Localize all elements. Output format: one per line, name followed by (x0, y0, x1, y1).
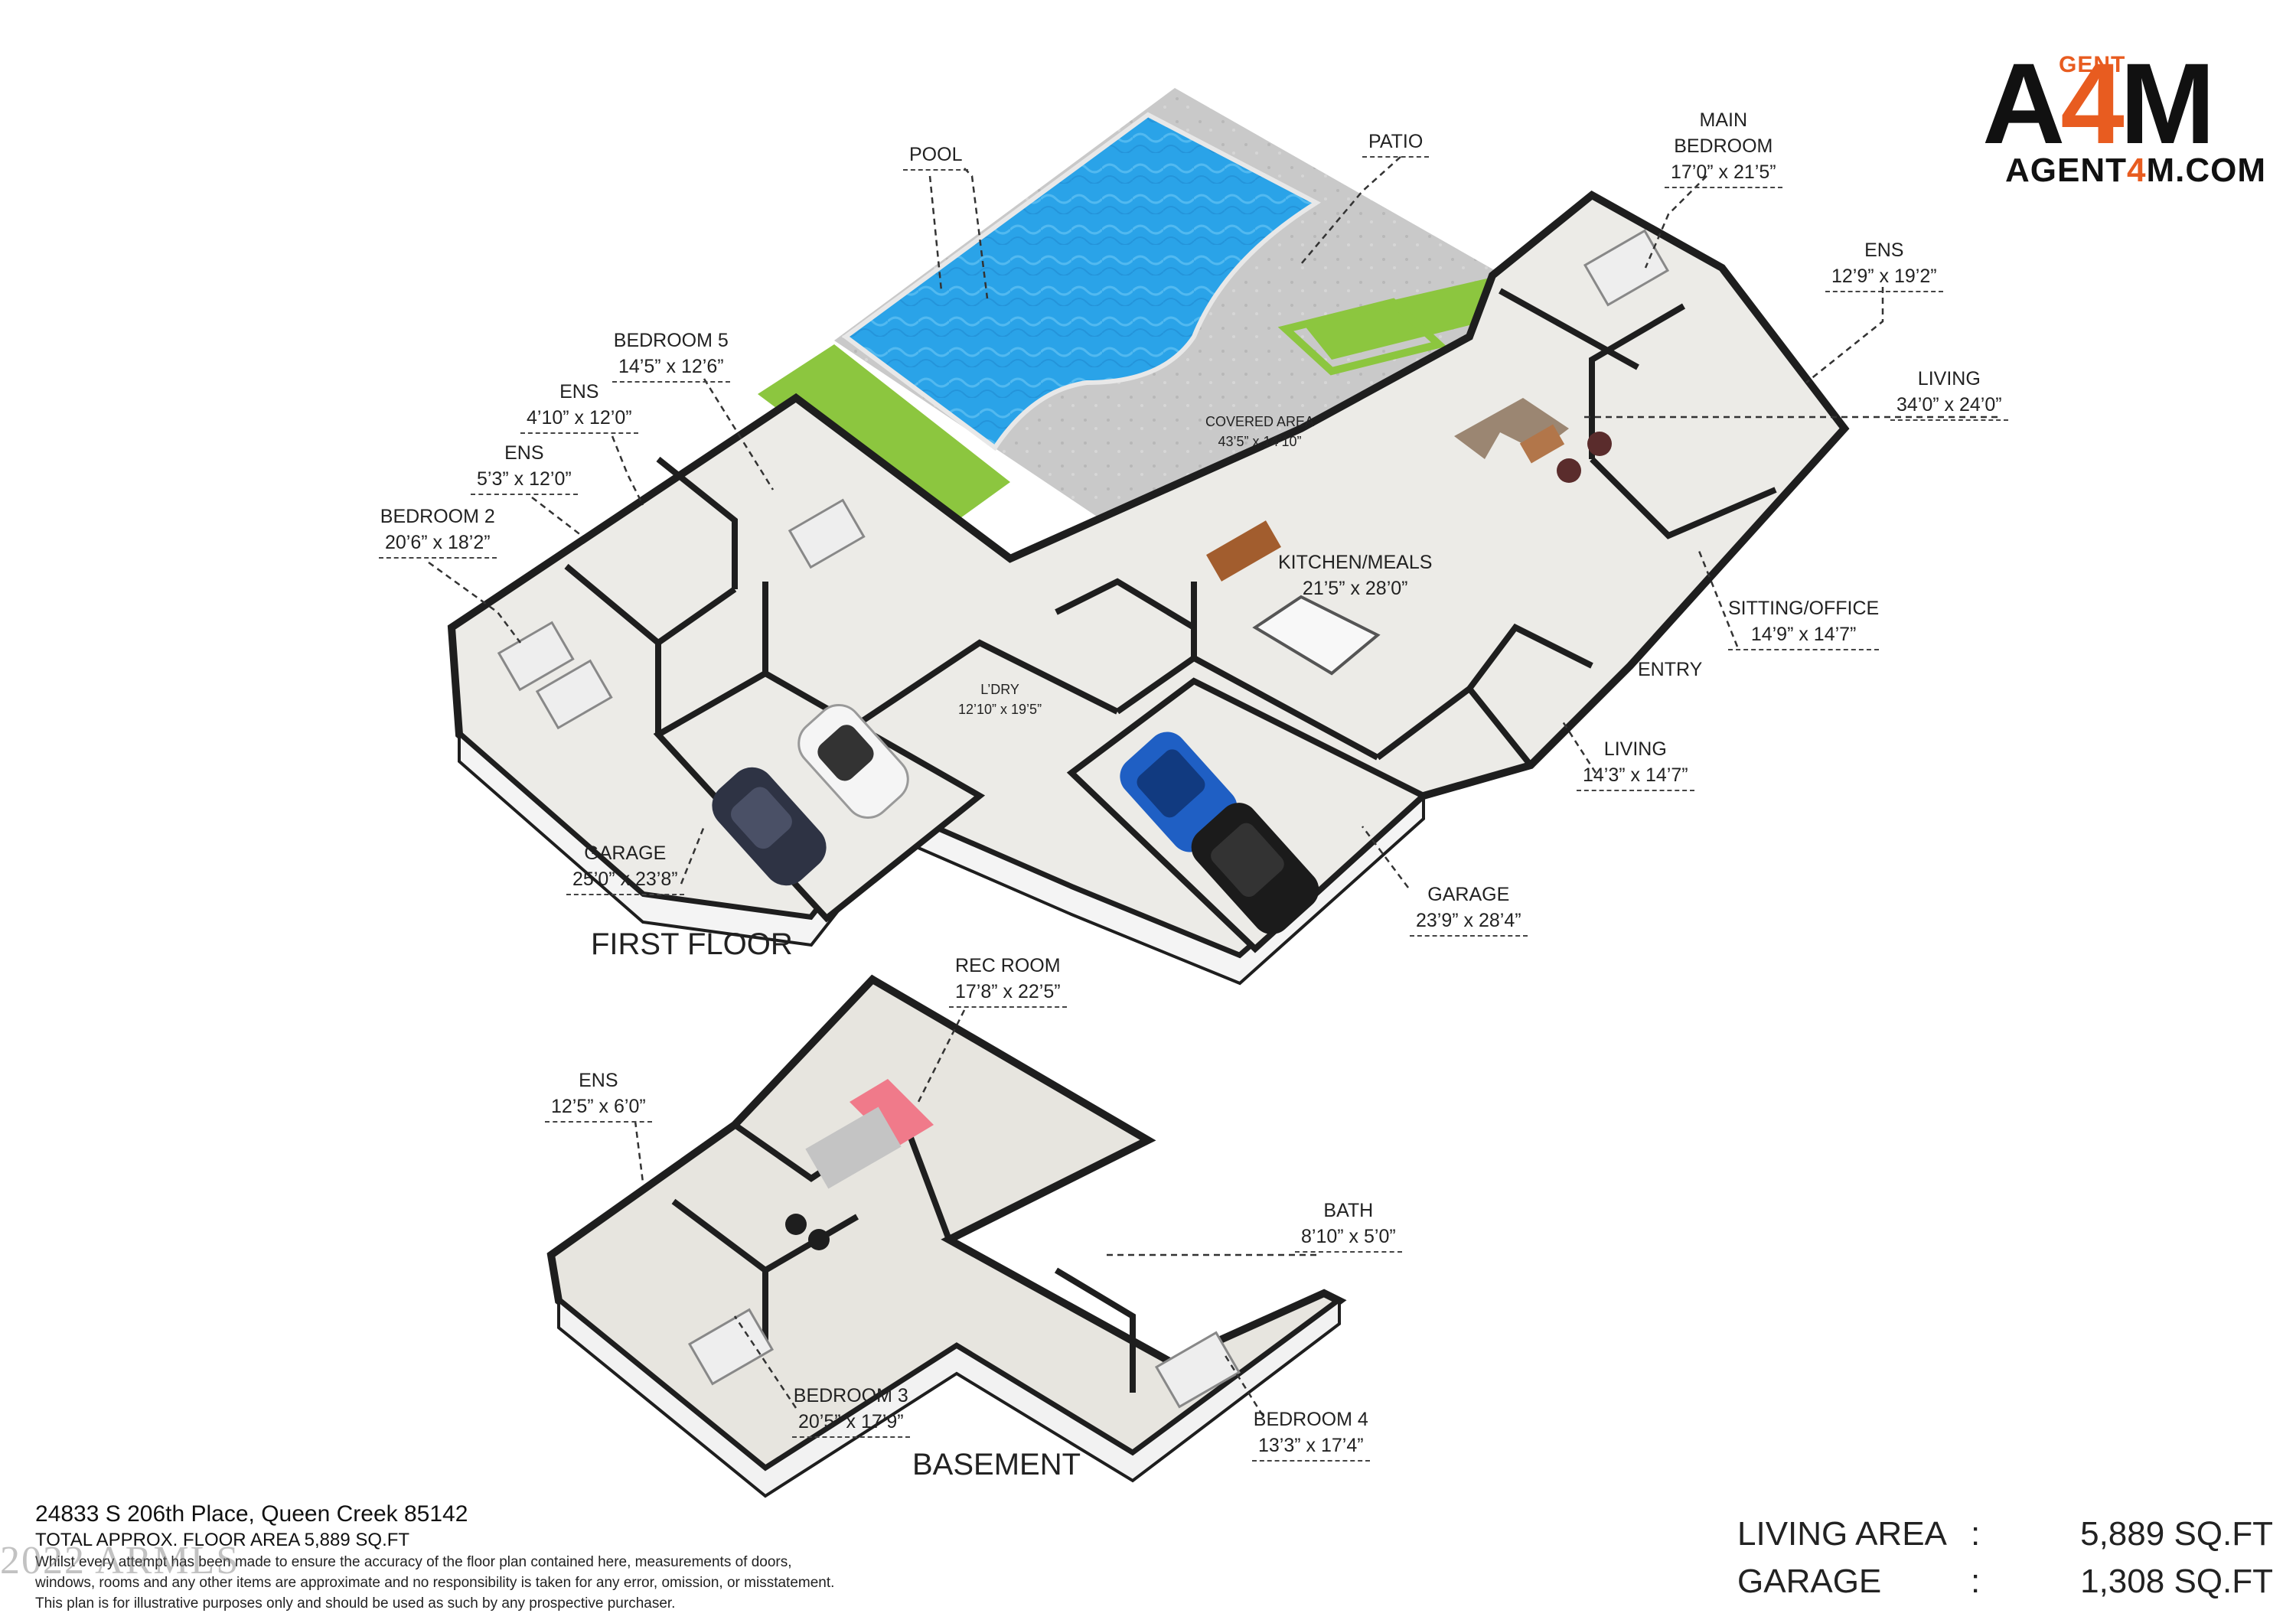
rec-room-rug (805, 1106, 902, 1189)
room-label-ens-main: ENS 12’9” x 19’2” (1825, 237, 1943, 292)
interior-walls (564, 288, 1777, 768)
office-chair (808, 1229, 830, 1250)
summary-colon: : (1971, 1515, 1981, 1553)
room-label-covered-area: COVERED AREA 43’5” x 14’10” (1205, 414, 1315, 449)
kitchen-island (1252, 595, 1381, 676)
disclaimer-line-3: This plan is for illustrative purposes o… (35, 1595, 676, 1612)
room-label-patio: PATIO (1362, 129, 1430, 158)
pool-water (841, 112, 1322, 451)
grass-squares (1277, 298, 1447, 376)
summary-garage-value: 1,308 SQ.FT (2080, 1563, 2273, 1600)
room-label-bath: BATH 8’10” x 5’0” (1295, 1198, 1402, 1253)
floor-title-basement: BASEMENT (912, 1448, 1081, 1481)
bedroom-5-bed (788, 498, 866, 569)
property-address: 24833 S 206th Place, Queen Creek 85142 (35, 1501, 468, 1527)
bedroom-3-bed (687, 1308, 775, 1386)
summary-garage-label: GARAGE (1737, 1563, 1882, 1600)
logo-mark: A4M (1982, 39, 2216, 168)
summary-living-value: 5,889 SQ.FT (2080, 1515, 2273, 1553)
room-label-garage-1: GARAGE 25’0” x 23’8” (566, 840, 684, 895)
room-label-living-main: LIVING 34’0” x 24’0” (1890, 366, 2008, 421)
room-label-entry: ENTRY (1638, 659, 1703, 680)
basement-front-wall (557, 1297, 1341, 1498)
room-label-ens-a: ENS 4’10” x 12’0” (520, 379, 638, 434)
floor-title-first: FIRST FLOOR (591, 927, 793, 961)
room-label-bedroom-4: BEDROOM 4 13’3” x 17’4” (1252, 1406, 1370, 1462)
room-label-bedroom-5: BEDROOM 5 14’5” x 12’6” (612, 328, 730, 383)
leader-lines (428, 156, 1998, 1416)
room-label-sitting-office: SITTING/OFFICE 14’9” x 14’7” (1728, 595, 1880, 650)
grass-strip-left (758, 344, 1010, 532)
bedroom-2-bed-2 (535, 659, 613, 730)
room-label-bedroom-2: BEDROOM 2 20’6” x 18’2” (379, 504, 497, 559)
room-label-kitchen: KITCHEN/MEALS 21’5” x 28’0” (1278, 552, 1433, 599)
rec-room-sofa (850, 1079, 934, 1148)
main-bed (1583, 229, 1670, 307)
office-chair (785, 1214, 807, 1235)
room-label-bedroom-3: BEDROOM 3 20’5” x 17’9” (792, 1383, 910, 1438)
logo-website: AGENT4M.COM (2005, 152, 2267, 189)
summary-row-living: LIVING AREA : 5,889 SQ.FT (1737, 1515, 2273, 1563)
footer-info: 24833 S 206th Place, Queen Creek 85142 T… (35, 1500, 1030, 1614)
room-label-ens-basement: ENS 12’5” x 6’0” (545, 1067, 652, 1123)
car-white-left (797, 704, 909, 819)
room-label-garage-2: GARAGE 23’9” x 28’4” (1410, 882, 1528, 937)
car-dark-left (712, 767, 827, 886)
car-black-right (1191, 803, 1319, 934)
room-label-pool: POOL (903, 142, 969, 171)
bedroom-2-bed (497, 621, 575, 692)
bedroom-4-bed (1154, 1331, 1241, 1409)
room-label-main-bedroom: MAIN BEDROOM 17’0” x 21’5” (1665, 107, 1782, 188)
room-label-rec-room: REC ROOM 17’8” x 22’5” (949, 953, 1067, 1008)
summary-living-label: LIVING AREA (1737, 1515, 1947, 1553)
dining-table (1206, 520, 1281, 582)
armchair (1587, 432, 1612, 456)
summary-colon: : (1971, 1563, 1981, 1600)
armchair (1557, 458, 1581, 483)
disclaimer-line-2: windows, rooms and any other items are a… (35, 1575, 835, 1591)
room-label-laundry: L’DRY 12’10” x 19’5” (958, 682, 1042, 717)
disclaimer-line-1: Whilst every attempt has been made to en… (35, 1554, 792, 1570)
room-label-living-2: LIVING 14’3” x 14’7” (1577, 736, 1694, 791)
car-blue-right (1120, 732, 1238, 852)
brand-logo: A4M GENT AGENT4M.COM (1982, 46, 2273, 191)
area-summary: LIVING AREA : 5,889 SQ.FT GARAGE : 1,308… (1737, 1515, 2273, 1610)
logo-top-text: GENT (2059, 52, 2126, 77)
coffee-table (1519, 424, 1565, 464)
total-floor-area: TOTAL APPROX. FLOOR AREA 5,889 SQ.FT (35, 1530, 410, 1550)
summary-row-garage: GARAGE : 1,308 SQ.FT (1737, 1563, 2273, 1610)
watermark: 2022 ARMLS (0, 1539, 240, 1582)
room-label-ens-b: ENS 5’3” x 12’0” (471, 440, 578, 495)
